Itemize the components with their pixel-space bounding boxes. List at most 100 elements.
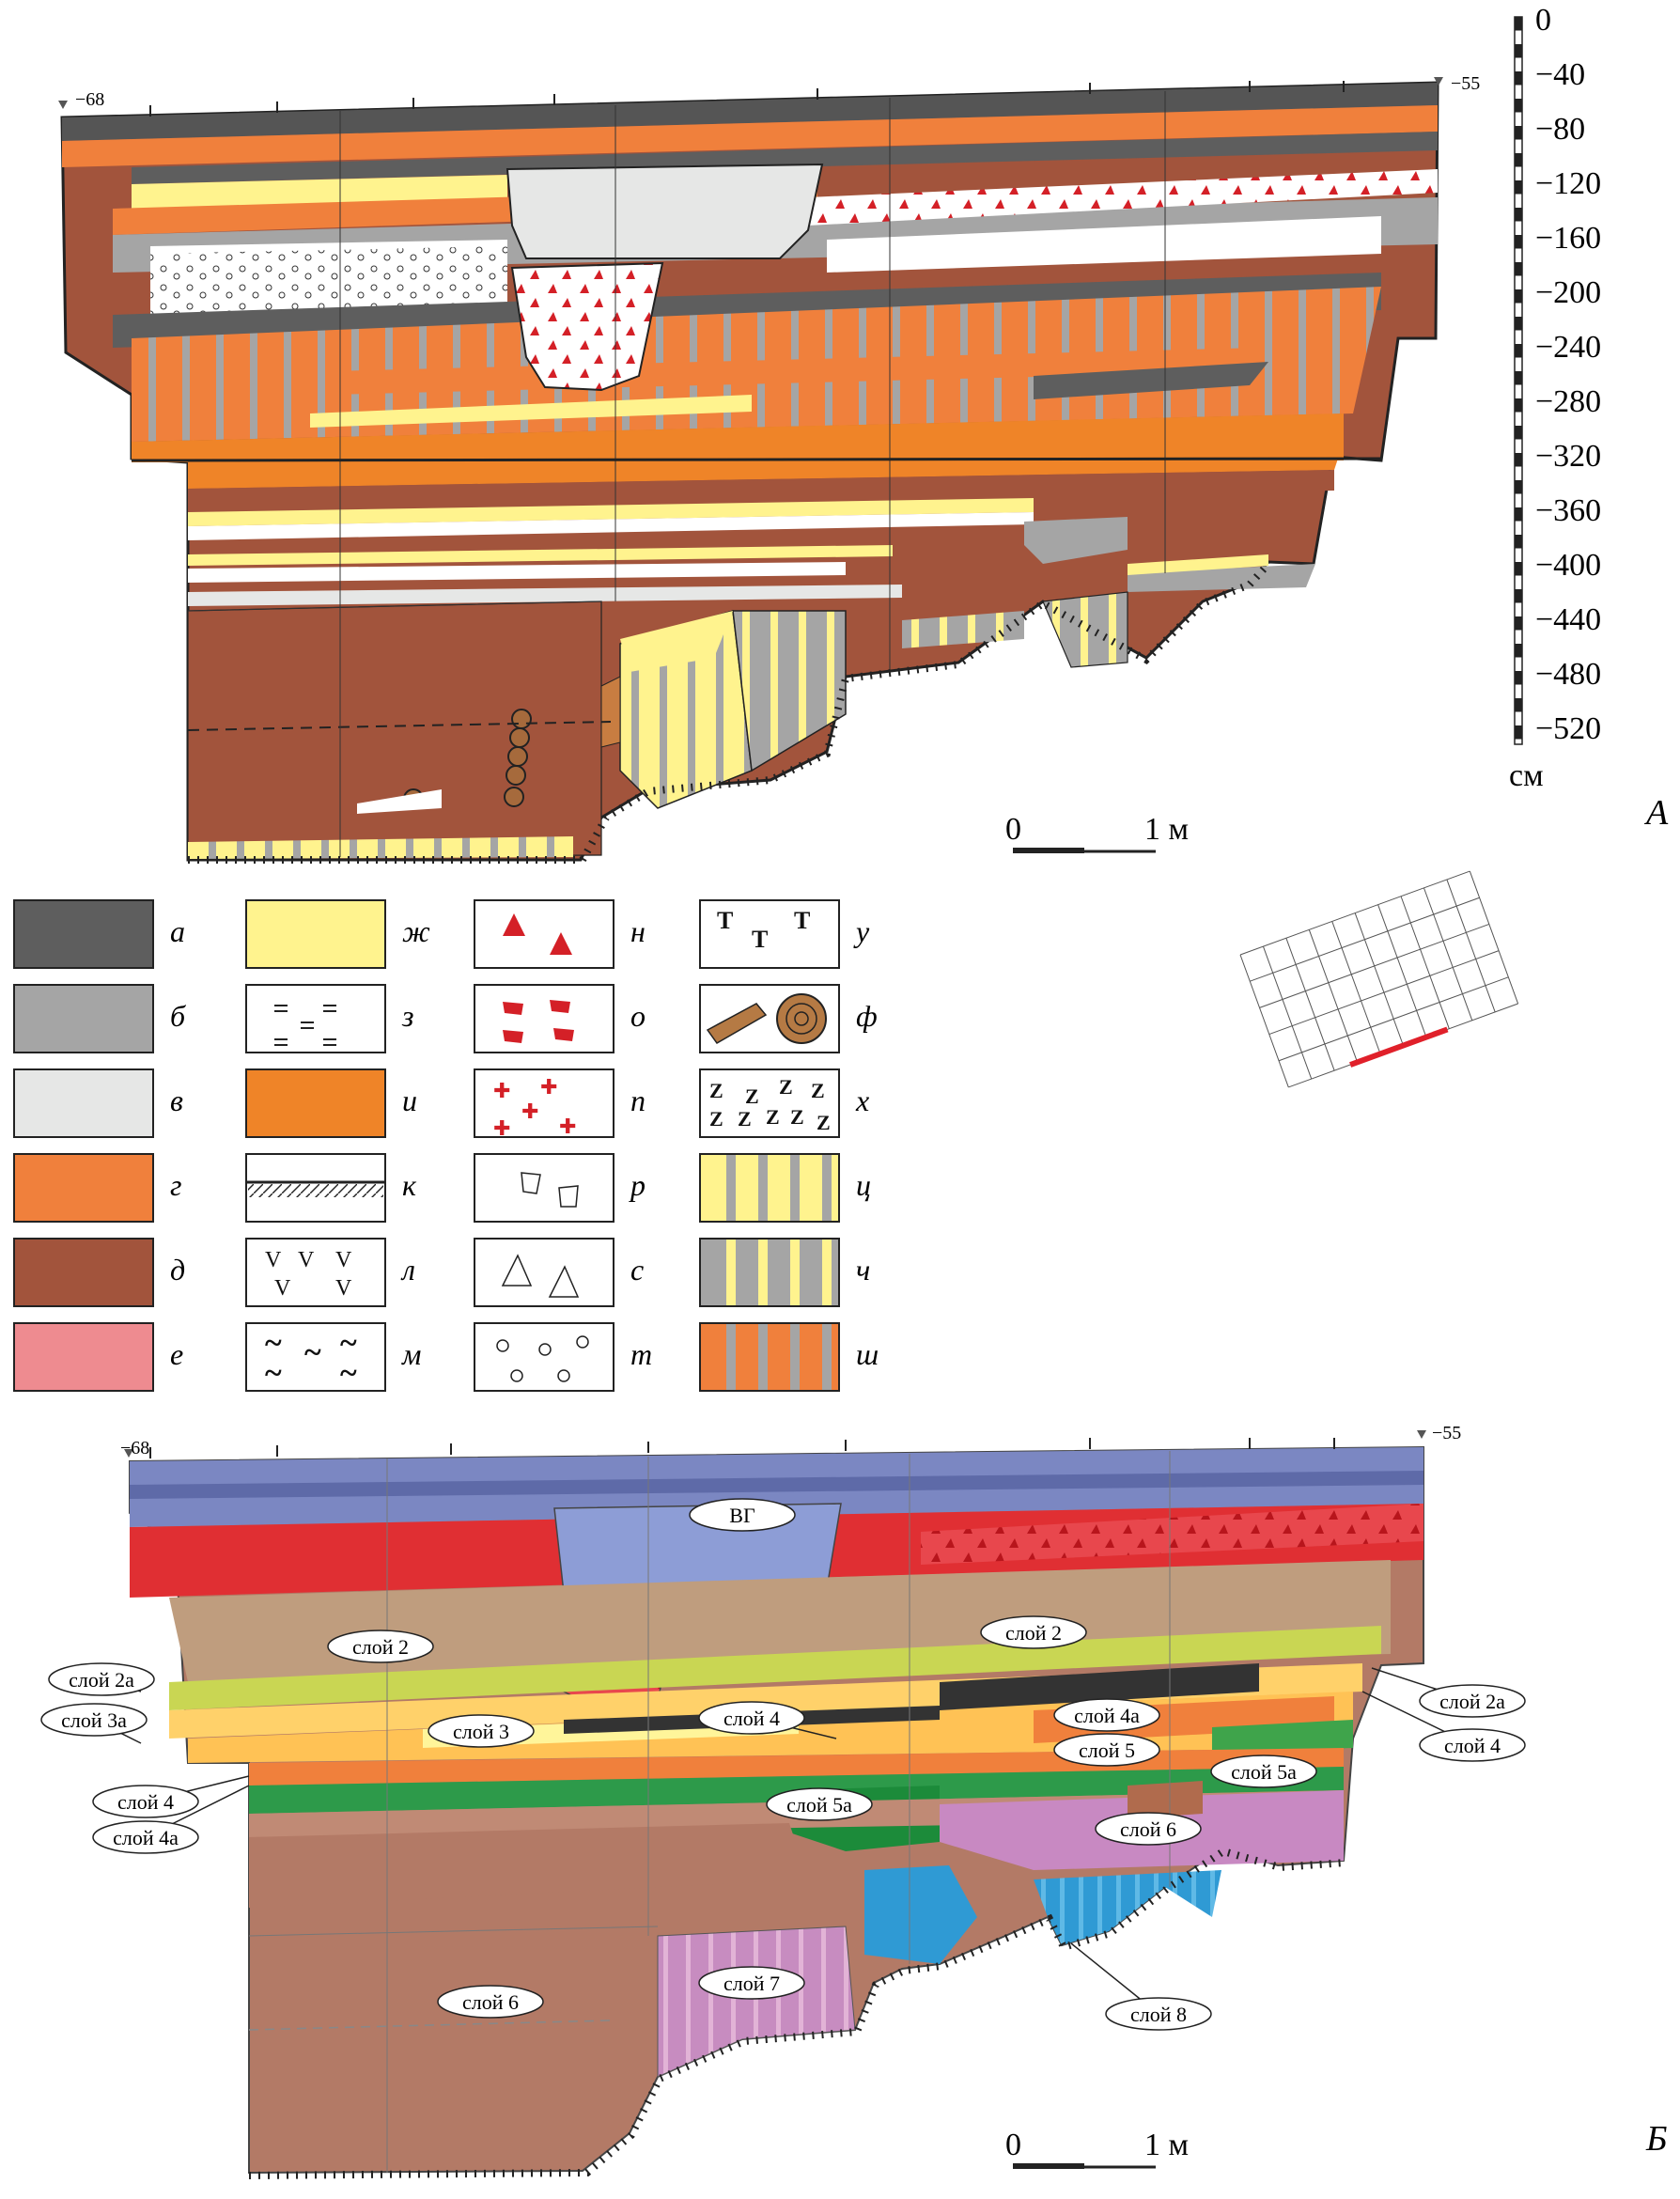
b-left-marker-icon bbox=[124, 1449, 133, 1458]
callout-sloy2_left: слой 2 bbox=[327, 1630, 434, 1663]
callout-sloy8: слой 8 bbox=[1070, 1942, 1212, 2031]
svg-text:Z: Z bbox=[811, 1079, 825, 1102]
svg-text:слой 6: слой 6 bbox=[462, 1990, 519, 2014]
svg-text:слой 8: слой 8 bbox=[1130, 2003, 1187, 2026]
depth-tick-label: −440 bbox=[1535, 602, 1601, 637]
panel-a-right-mark: −55 bbox=[1451, 73, 1480, 94]
callout-sloy2a_right: слой 2а bbox=[1371, 1667, 1526, 1718]
legend-swatch-е: е bbox=[13, 1322, 183, 1392]
svg-text:V: V bbox=[274, 1276, 291, 1301]
legend-letter: б bbox=[170, 999, 186, 1033]
legend-swatch-ч: ч bbox=[699, 1238, 870, 1307]
svg-text:слой 2а: слой 2а bbox=[69, 1668, 134, 1692]
legend-letter: п bbox=[630, 1084, 646, 1117]
svg-text:слой 3а: слой 3а bbox=[61, 1708, 127, 1732]
svg-text:V: V bbox=[265, 1248, 282, 1272]
depth-tick-label: −40 bbox=[1535, 57, 1585, 92]
depth-tick-label: −320 bbox=[1535, 439, 1601, 474]
callout-sloy4a_mid: слой 4а bbox=[1053, 1698, 1160, 1732]
legend-letter: ш bbox=[856, 1337, 879, 1371]
legend-swatch-и: и bbox=[245, 1068, 417, 1138]
legend-letter: с bbox=[630, 1253, 644, 1287]
panel-b-left-mark: −68 bbox=[120, 1438, 149, 1458]
svg-text:Z: Z bbox=[790, 1105, 804, 1129]
svg-text:~: ~ bbox=[340, 1356, 357, 1391]
legend-swatch-р: р bbox=[474, 1153, 646, 1223]
legend-swatch-ж: ж bbox=[245, 899, 430, 969]
depth-ruler: 0−40−80−120−160−200−240−280−320−360−400−… bbox=[1509, 3, 1601, 793]
legend-letter: а bbox=[170, 914, 185, 948]
legend-letter: е bbox=[170, 1337, 183, 1371]
depth-tick-label: −200 bbox=[1535, 275, 1601, 310]
callout-sloy6_right: слой 6 bbox=[1095, 1812, 1202, 1846]
legend-letter: к bbox=[402, 1168, 417, 1202]
svg-text:~: ~ bbox=[304, 1335, 321, 1370]
svg-text:слой 5а: слой 5а bbox=[786, 1793, 852, 1817]
legend-letter: р bbox=[629, 1168, 646, 1202]
callout-sloy4a_left: слой 4а bbox=[92, 1785, 250, 1854]
svg-text:~: ~ bbox=[265, 1356, 282, 1391]
legend-letter: т bbox=[630, 1337, 652, 1371]
svg-text:Z: Z bbox=[817, 1111, 831, 1134]
callout-sloy4_mid: слой 4 bbox=[698, 1701, 837, 1739]
legend-swatch-б: б bbox=[13, 984, 186, 1053]
legend-letter: ч bbox=[856, 1253, 870, 1287]
legend-letter: о bbox=[630, 999, 646, 1033]
callout-sloy6_main: слой 6 bbox=[437, 1985, 544, 2019]
svg-text:~: ~ bbox=[265, 1326, 282, 1361]
legend-swatch-т: т bbox=[474, 1322, 652, 1392]
panel-b-label: Б bbox=[1645, 2119, 1667, 2159]
callout-sloy5: слой 5 bbox=[1053, 1733, 1160, 1767]
depth-tick-label: −80 bbox=[1535, 112, 1585, 147]
scale-a-start: 0 bbox=[1005, 812, 1021, 847]
legend-swatch-п: ✚✚✚✚✚п bbox=[474, 1068, 646, 1140]
callout-sloy2a_left: слой 2а bbox=[48, 1662, 155, 1696]
legend-letter: д bbox=[170, 1253, 185, 1287]
svg-text:слой 4а: слой 4а bbox=[113, 1826, 179, 1849]
depth-tick-label: −360 bbox=[1535, 493, 1601, 528]
b-right-marker-icon bbox=[1417, 1430, 1426, 1439]
callout-sloy3a: слой 3а bbox=[40, 1703, 148, 1744]
svg-text:Z: Z bbox=[779, 1075, 793, 1099]
depth-tick-label: −240 bbox=[1535, 330, 1601, 365]
svg-text:слой 7: слой 7 bbox=[723, 1972, 780, 1995]
legend-letter: ж bbox=[402, 914, 430, 948]
panel-b-right-mark: −55 bbox=[1432, 1423, 1461, 1443]
svg-text:слой 5: слой 5 bbox=[1079, 1739, 1135, 1762]
svg-text:слой 3: слой 3 bbox=[453, 1720, 509, 1743]
svg-text:Z: Z bbox=[709, 1079, 723, 1102]
svg-text:✚: ✚ bbox=[493, 1079, 510, 1102]
legend-letter: г bbox=[170, 1168, 181, 1202]
panel-a-section: −68 −55 0 1 м А bbox=[58, 73, 1669, 864]
scale-a-end: 1 м bbox=[1144, 812, 1189, 847]
legend-letter: у bbox=[853, 914, 870, 948]
depth-tick-label: −400 bbox=[1535, 548, 1601, 583]
left-marker-icon bbox=[58, 101, 68, 109]
legend-letter: м bbox=[401, 1337, 421, 1371]
svg-text:слой 2а: слой 2а bbox=[1439, 1690, 1505, 1713]
callout-sloy3: слой 3 bbox=[428, 1714, 535, 1748]
panel-a-label: А bbox=[1643, 793, 1669, 833]
svg-text:слой 6: слой 6 bbox=[1120, 1817, 1176, 1841]
svg-text:слой 5а: слой 5а bbox=[1231, 1760, 1297, 1784]
svg-text:✚: ✚ bbox=[521, 1100, 538, 1123]
legend-swatch-а: а bbox=[13, 899, 185, 969]
depth-tick-label: −520 bbox=[1535, 711, 1601, 746]
svg-text:слой 2: слой 2 bbox=[1005, 1621, 1062, 1645]
svg-text:слой 4а: слой 4а bbox=[1074, 1704, 1140, 1727]
panel-a-left-mark: −68 bbox=[75, 89, 104, 110]
legend-swatch-с: с bbox=[474, 1238, 644, 1307]
legend-swatch-г: г bbox=[13, 1153, 181, 1223]
legend-swatch-ц: ц bbox=[699, 1153, 871, 1223]
svg-text:V: V bbox=[335, 1248, 352, 1272]
legend-letter: ф bbox=[856, 999, 878, 1033]
svg-text:Z: Z bbox=[745, 1084, 759, 1108]
depth-tick-label: −120 bbox=[1535, 166, 1601, 201]
legend-letter: в bbox=[170, 1084, 183, 1117]
depth-tick-label: −160 bbox=[1535, 221, 1601, 256]
